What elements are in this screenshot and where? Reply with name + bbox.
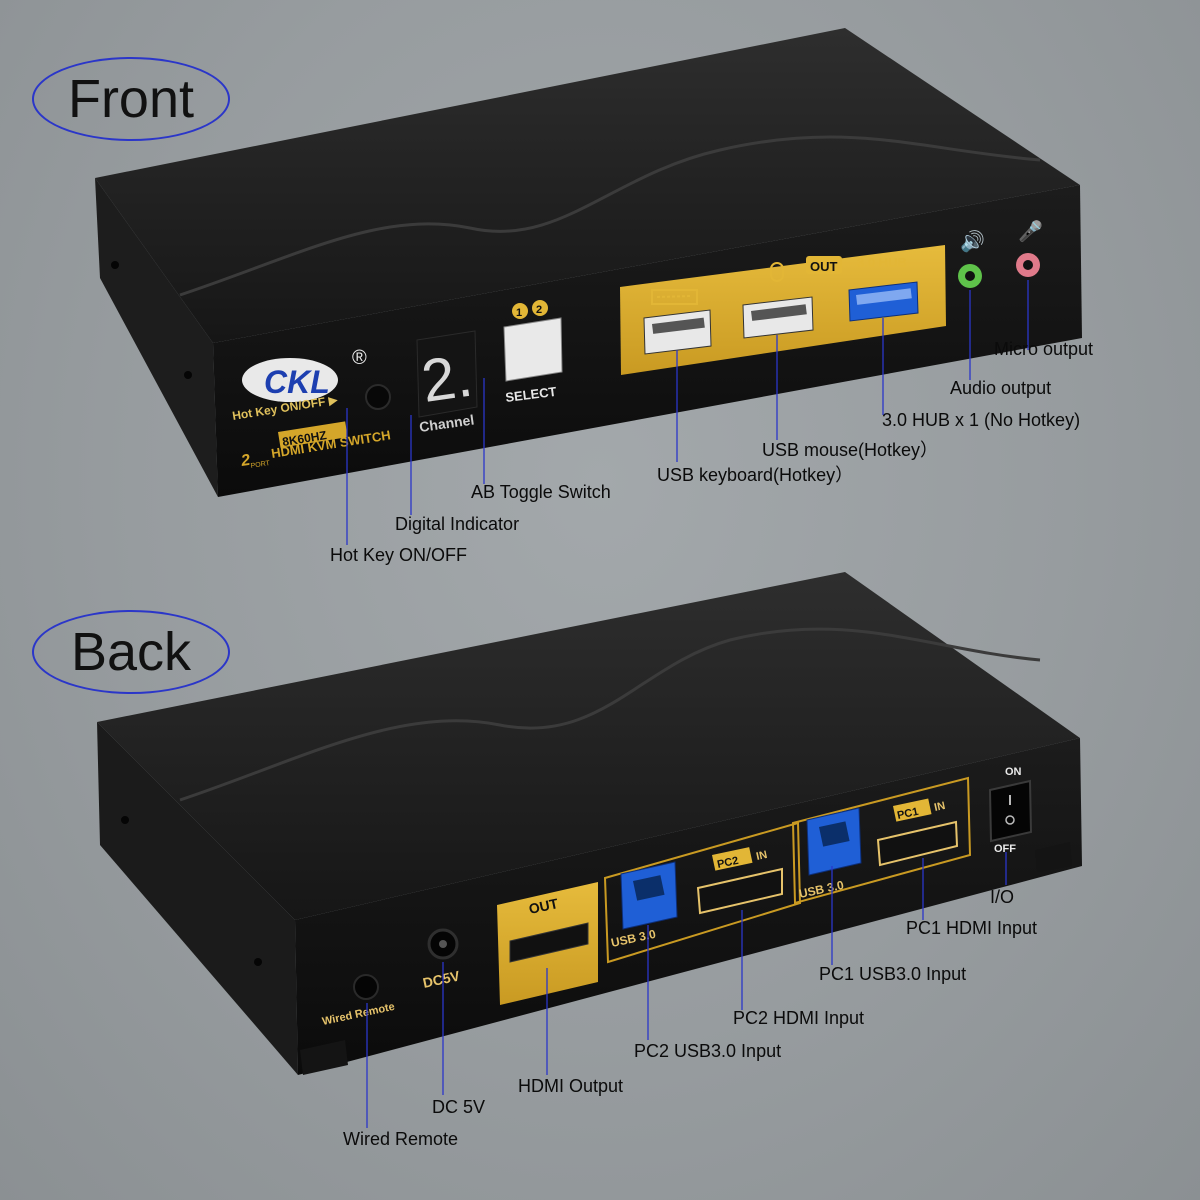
badge-8k [277, 421, 348, 448]
back-callout-lines [366, 852, 1007, 1128]
brand-mark: ® [352, 347, 367, 369]
out-label: OUT [527, 895, 560, 917]
pc1-hdmi-port [876, 820, 959, 867]
pc1-badge [892, 798, 932, 822]
hdmi-out-panel [497, 882, 598, 1005]
callout-hdmi-output: HDMI Output [518, 1076, 624, 1096]
callout-pc1-usb: PC1 USB3.0 Input [819, 964, 967, 984]
callout-hub: 3.0 HUB x 1 (No Hotkey) [882, 410, 1081, 430]
select-label: SELECT [505, 384, 558, 405]
on-label: ON [1005, 766, 1022, 778]
out-badge [806, 256, 842, 274]
back-left-side-panel [97, 722, 298, 1075]
callout-pc1-hdmi: PC1 HDMI Input [906, 918, 1038, 938]
hub-label: 3.0 HUB [857, 255, 907, 270]
select-led-1 [512, 303, 528, 319]
select-number-2: 2 [536, 304, 542, 316]
callout-io: I/O [990, 887, 1015, 907]
callout-pc2-hdmi: PC2 HDMI Input [733, 1008, 865, 1028]
dc-label: DC5V [421, 967, 462, 991]
ckl-logo [242, 358, 338, 402]
pc2-block-frame [603, 821, 802, 964]
hdmi-output-port [509, 922, 589, 963]
port-word: PORT [250, 460, 271, 470]
badge-8k-text: 8K60HZ [281, 428, 327, 449]
remote-label: Wired Remote [321, 1001, 396, 1028]
back-top-lid [97, 572, 1080, 920]
off-label: OFF [994, 843, 1016, 855]
back-face [295, 738, 1082, 1075]
callout-dc: DC 5V [432, 1097, 486, 1117]
pc2-hdmi-port [696, 867, 783, 915]
callout-hot-key: Hot Key ON/OFF [330, 545, 468, 565]
mouse-icon [770, 262, 784, 282]
pc2-in-label: IN [755, 849, 768, 863]
pc1-usb3-label: USB 3.0 [798, 878, 846, 901]
ab-toggle-button [503, 317, 563, 382]
callout-usb-mouse: USB mouse(Hotkey） [762, 440, 939, 460]
pc1-usb3-port [806, 807, 862, 876]
front-left-side-panel [95, 178, 218, 497]
front-callout-lines [346, 280, 1029, 545]
callout-pc2-usb: PC2 USB3.0 Input [634, 1041, 782, 1061]
dc-jack [427, 928, 459, 960]
wired-remote-jack [353, 974, 379, 1000]
channel-label: Channel [418, 411, 475, 435]
keyboard-icon [651, 289, 698, 305]
callout-wired-remote: Wired Remote [343, 1129, 459, 1149]
microphone-icon: 🎤 [1018, 219, 1043, 243]
front-top-lid [95, 28, 1080, 343]
pc2-usb3-label: USB 3.0 [610, 927, 658, 950]
back-heading: Back [32, 610, 230, 694]
callout-digital-indicator: Digital Indicator [395, 514, 520, 534]
pc2-badge [711, 847, 753, 871]
front-device-illustration: CKL ® Hot Key ON/OFF ▶ 8K60HZ 2 PORT HDM… [95, 28, 1082, 545]
digit-value: 2. [417, 342, 476, 415]
pc1-badge-text: PC1 [896, 806, 919, 822]
callout-micro-output: Micro output [994, 339, 1094, 359]
out-badge-text: OUT [810, 259, 838, 274]
speaker-icon: 🔊 [960, 229, 985, 253]
brand-text: CKL [264, 364, 330, 400]
select-led-2 [532, 300, 548, 316]
pc1-block-frame [791, 776, 972, 905]
callout-ab-toggle: AB Toggle Switch [471, 482, 611, 502]
callout-usb-keyboard: USB keyboard(Hotkey） [657, 465, 854, 485]
front-heading: Front [32, 57, 230, 141]
hotkey-button [365, 384, 391, 410]
callout-audio-output: Audio output [950, 378, 1052, 398]
select-number-1: 1 [516, 307, 522, 319]
pc1-in-label: IN [933, 800, 946, 814]
power-rocker-switch [988, 779, 1033, 843]
port-count: 2 [239, 452, 252, 470]
pc2-usb3-port [620, 861, 678, 930]
digital-indicator-display [416, 330, 478, 418]
pc2-badge-text: PC2 [716, 855, 739, 871]
